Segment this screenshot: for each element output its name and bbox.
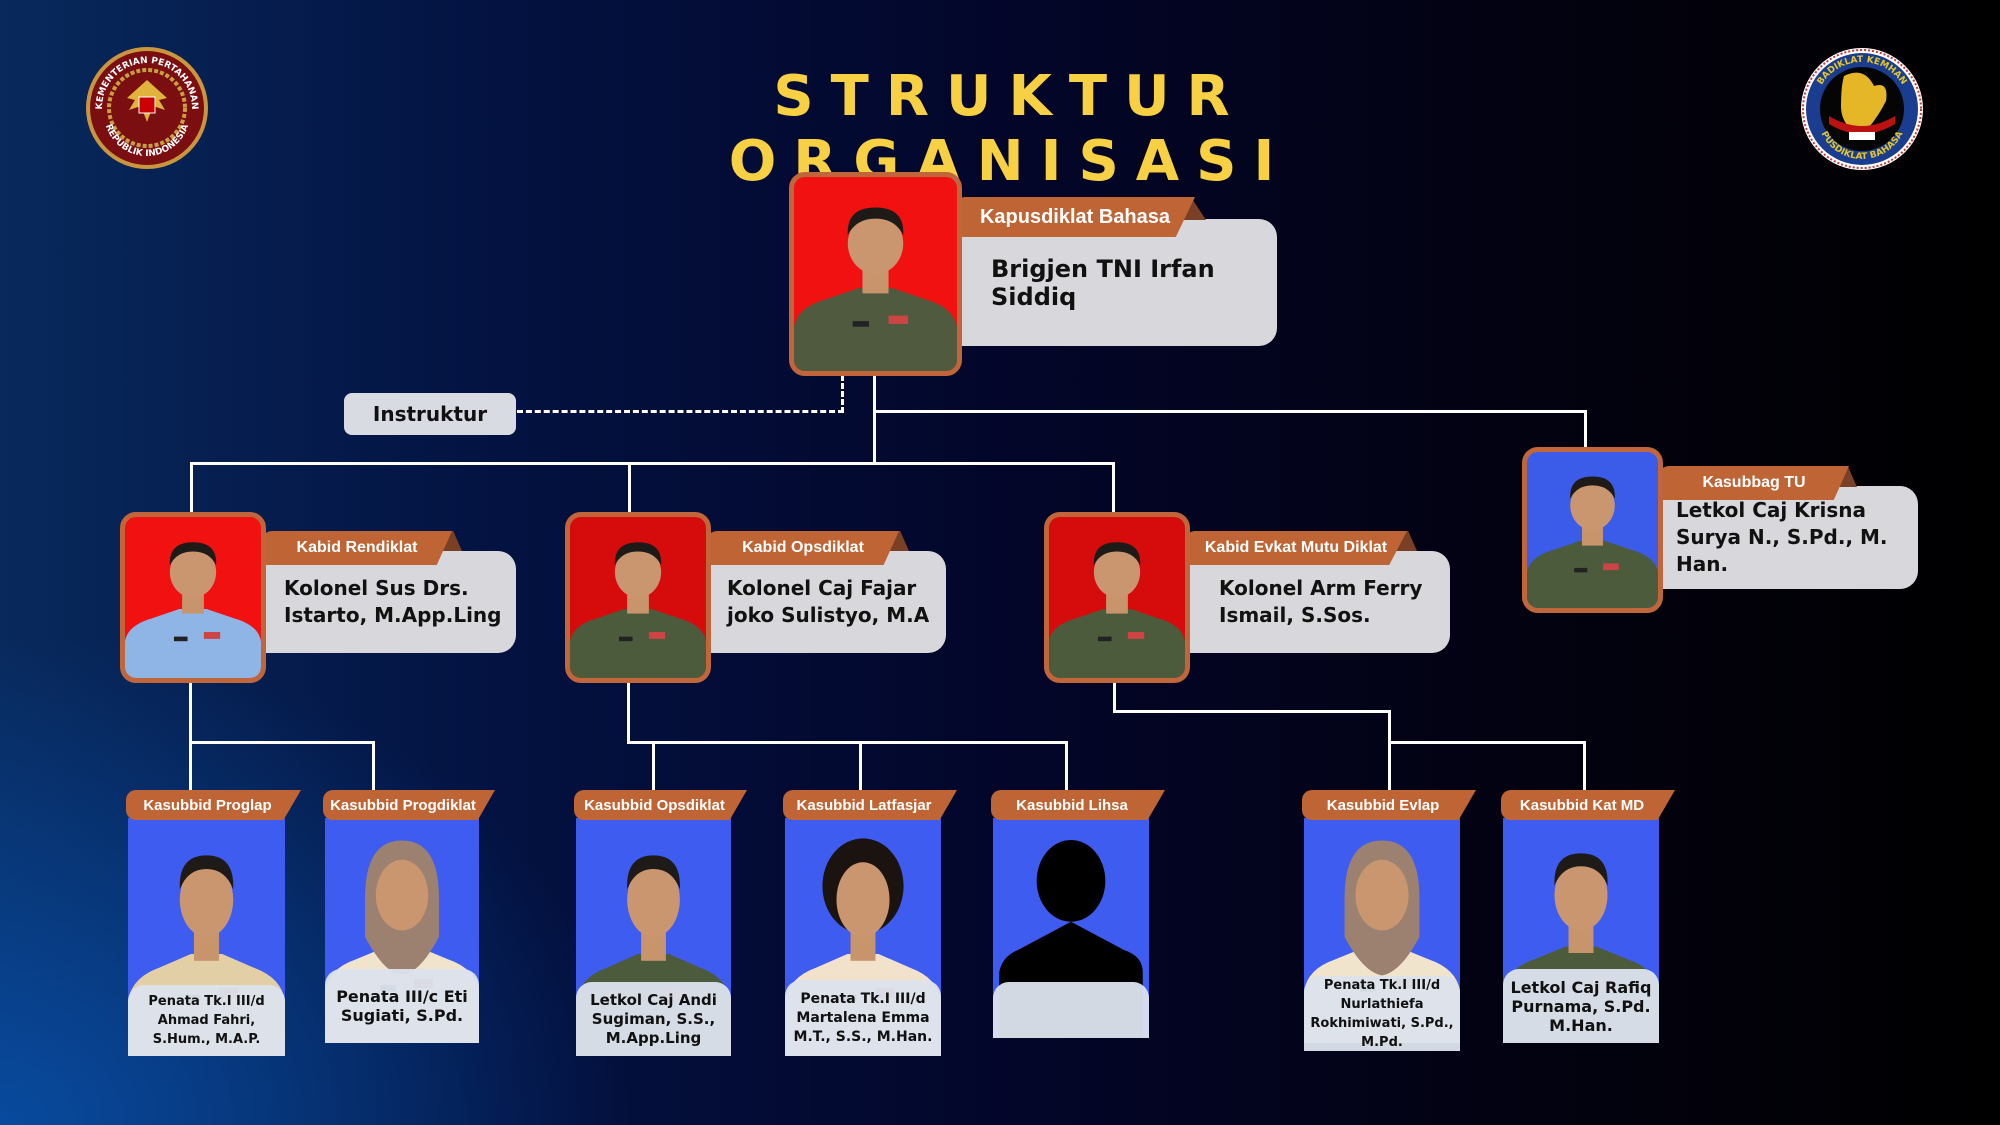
kasubbid-position: Kasubbid Kat MD: [1501, 790, 1675, 820]
kabid-photo: [1044, 512, 1190, 683]
head-position: Kapusdiklat Bahasa: [955, 197, 1195, 237]
kabid-photo: [565, 512, 711, 683]
kasubbid-name: [993, 982, 1149, 1038]
kabid-position: Kabid Evkat Mutu Diklat: [1185, 531, 1407, 565]
kasubbid-name: Penata Tk.I III/d Martalena Emma M.T., S…: [785, 980, 941, 1056]
kasubbid-name: Penata III/c Eti Sugiati, S.Pd.: [325, 969, 479, 1043]
kasubbid-position: Kasubbid Opsdiklat: [574, 790, 747, 820]
kasubbid-position: Kasubbid Evlap: [1302, 790, 1476, 820]
page-title: STRUKTUR ORGANISASI: [728, 64, 1292, 194]
kabid-name: Kolonel Sus Drs. Istarto, M.App.Ling: [258, 551, 516, 653]
kasubbid-position: Kasubbid Latfasjar: [783, 790, 957, 820]
kasubbid-position: Kasubbid Lihsa: [991, 790, 1165, 820]
kasubbid-name: Penata Tk.I III/d Nurlathiefa Rokhimiwat…: [1304, 976, 1460, 1051]
kasubbag-position: Kasubbag TU: [1659, 466, 1849, 500]
kabid-position: Kabid Opsdiklat: [707, 531, 899, 565]
head-name: Brigjen TNI Irfan Siddiq: [950, 219, 1277, 346]
kasubbid-name: Letkol Caj Rafiq Purnama, S.Pd. M.Han.: [1503, 969, 1659, 1043]
kasubbag-photo: [1522, 447, 1663, 613]
kabid-name: Kolonel Arm Ferry Ismail, S.Sos.: [1180, 551, 1450, 653]
kasubbag-name: Letkol Caj Krisna Surya N., S.Pd., M. Ha…: [1655, 486, 1918, 589]
kabid-name: Kolonel Caj Fajar joko Sulistyo, M.A: [703, 551, 946, 653]
kasubbid-name: Penata Tk.I III/d Ahmad Fahri, S.Hum., M…: [128, 985, 285, 1056]
kasubbid-position: Kasubbid Progdiklat: [323, 790, 495, 820]
instruktur-box: Instruktur: [344, 393, 516, 435]
kabid-position: Kabid Rendiklat: [262, 531, 452, 565]
kasubbid-name: Letkol Caj Andi Sugiman, S.S., M.App.Lin…: [576, 982, 731, 1056]
kabid-photo: [120, 512, 266, 683]
head-photo: [789, 172, 962, 376]
kasubbid-position: Kasubbid Proglap: [126, 790, 301, 820]
